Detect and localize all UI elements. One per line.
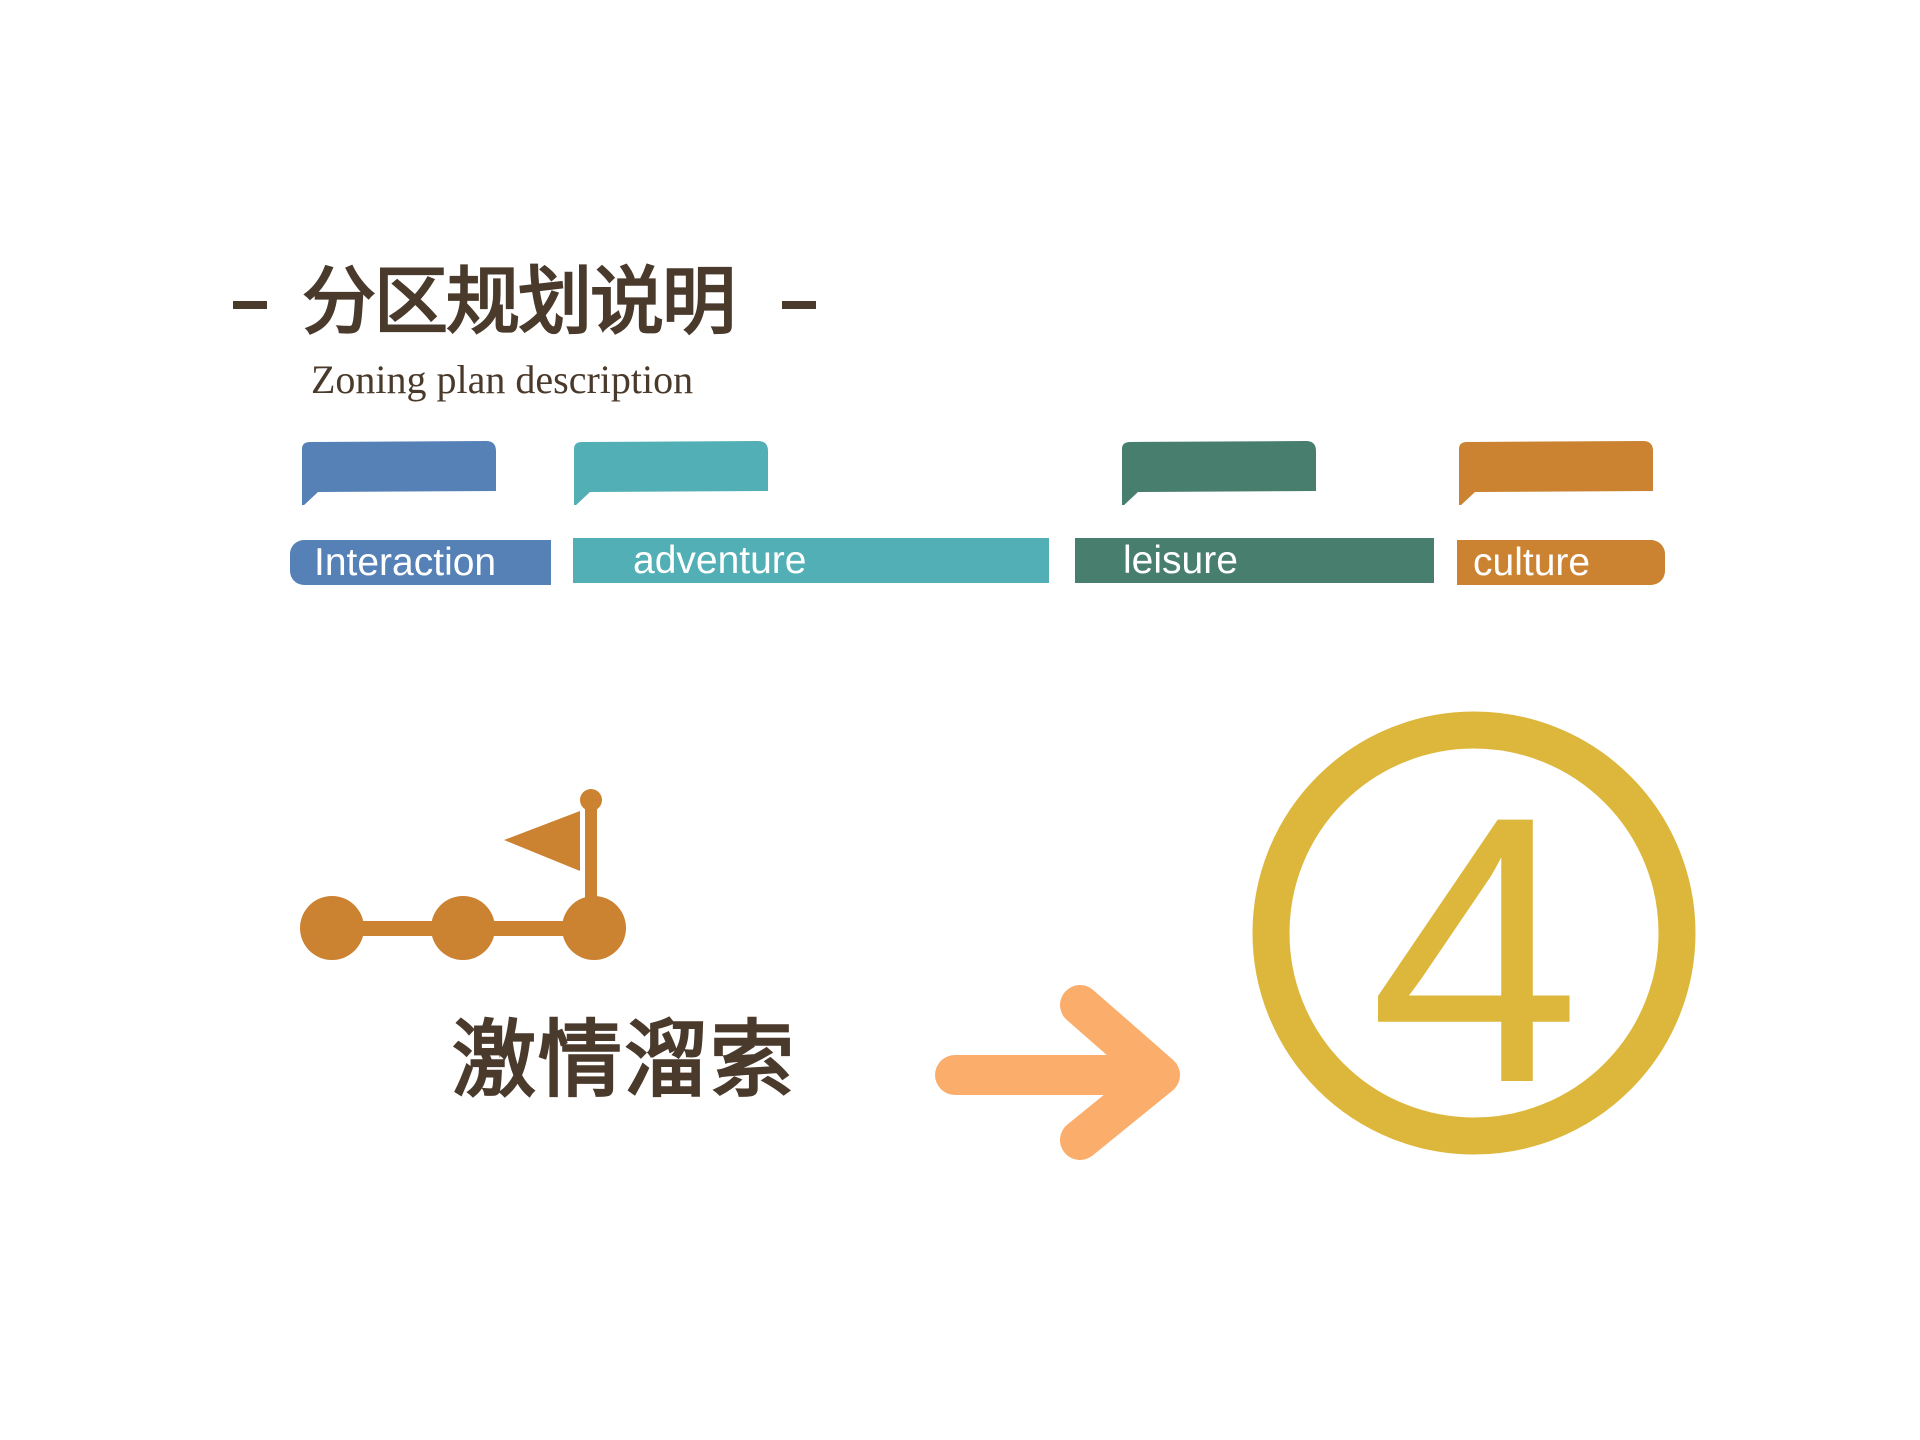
zone-culture: culture: [1457, 540, 1665, 585]
zone-interaction: Interaction: [290, 540, 551, 585]
zone-leisure: leisure: [1075, 538, 1434, 583]
zone-adventure: adventure: [573, 538, 1049, 583]
feature-number: 4: [1369, 737, 1581, 1162]
route-flag-icon: [300, 789, 626, 960]
page-subtitle: Zoning plan description: [311, 357, 694, 402]
speech-bubble-icon: [1122, 441, 1316, 505]
speech-bubble-icon: [574, 441, 768, 505]
speech-bubble-icon: [1459, 441, 1653, 505]
page-title: 分区规划说明: [302, 259, 736, 345]
speech-bubble-icon: [302, 441, 496, 505]
title-dash-right: [782, 301, 816, 309]
arrow-right-icon: [935, 985, 1180, 1160]
feature-name: 激情溜索: [452, 1011, 797, 1109]
title-dash-left: [233, 301, 267, 309]
number-circle: [1252, 711, 1696, 1155]
